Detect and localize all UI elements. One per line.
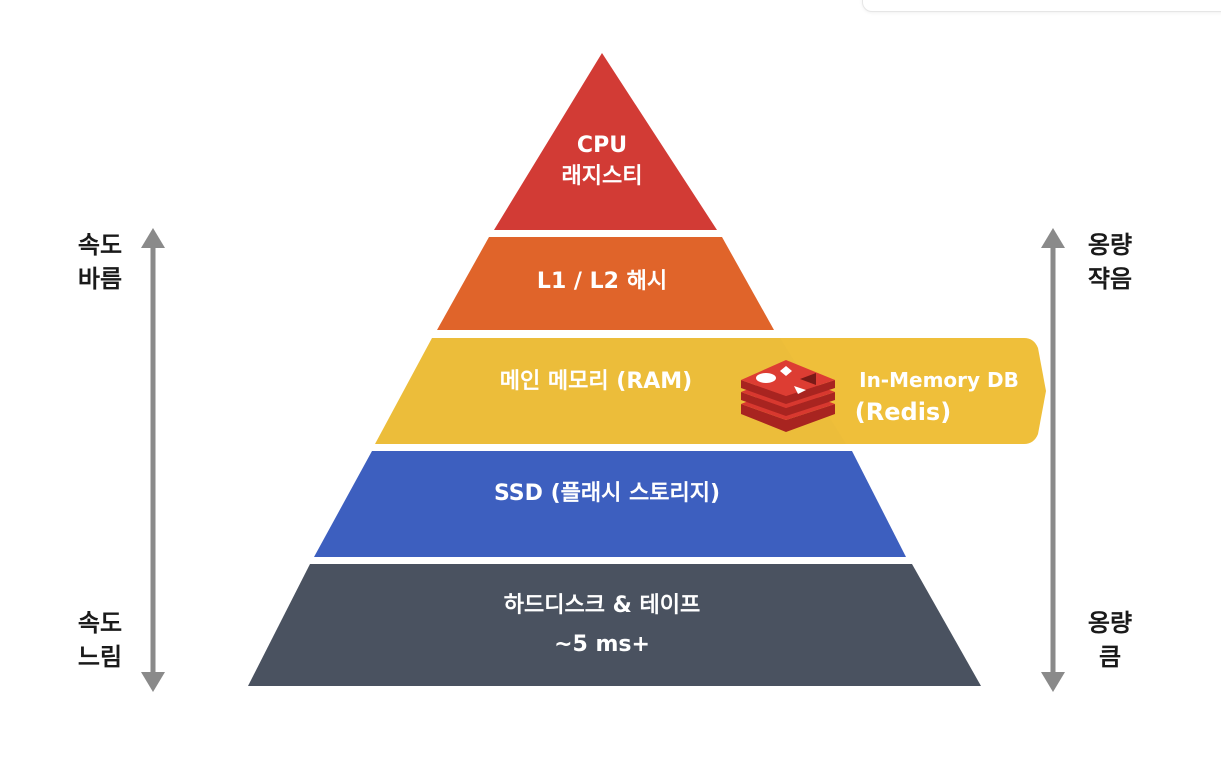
capacity-large-line2: 큼: [1098, 643, 1122, 671]
tier-cpu-sublabel: 래지스티: [562, 164, 643, 189]
arrow-down-icon: [141, 672, 165, 692]
top-card-edge: [862, 0, 1221, 12]
capacity-small-label: 옹량 쟉음: [1070, 228, 1150, 296]
speed-fast-label: 속도 바름: [60, 228, 140, 296]
tier-main-memory: [375, 338, 846, 444]
capacity-small-line1: 옹량: [1087, 231, 1133, 259]
speed-slow-line1: 속도: [77, 609, 123, 637]
speed-slow-line2: 느림: [77, 643, 123, 671]
capacity-large-label: 옹량 큼: [1070, 606, 1150, 674]
in-memory-db-label: In-Memory DB: [859, 368, 1019, 392]
speed-fast-line1: 속도: [77, 231, 123, 259]
tier-cache-label: L1 / L2 해시: [537, 269, 667, 294]
redis-label: (Redis): [855, 398, 951, 426]
tier-ssd-label: SSD (플래시 스토리지): [494, 481, 720, 506]
tier-cpu-register: [494, 53, 717, 230]
arrow-down-icon: [1041, 672, 1065, 692]
tier-ssd: [314, 451, 906, 557]
tier-hdd-sublabel: ~5 ms+: [554, 632, 650, 657]
speed-fast-line2: 바름: [77, 265, 123, 293]
tier-main-memory-label: 메인 메모리 (RAM): [500, 369, 693, 394]
tier-cpu-label: CPU: [577, 133, 627, 158]
capacity-large-line1: 옹량: [1087, 609, 1133, 637]
tier-hdd-label: 하드디스크 & 테이프: [504, 593, 700, 618]
redis-logo-icon: [741, 360, 835, 432]
capacity-small-line2: 쟉음: [1087, 265, 1133, 293]
arrow-up-icon: [1041, 228, 1065, 248]
capacity-arrow: [1041, 228, 1065, 692]
arrow-up-icon: [141, 228, 165, 248]
tier-cache: [437, 237, 774, 330]
tier-hdd-tape: [248, 564, 981, 686]
speed-slow-label: 속도 느림: [60, 606, 140, 674]
speed-arrow: [141, 228, 165, 692]
